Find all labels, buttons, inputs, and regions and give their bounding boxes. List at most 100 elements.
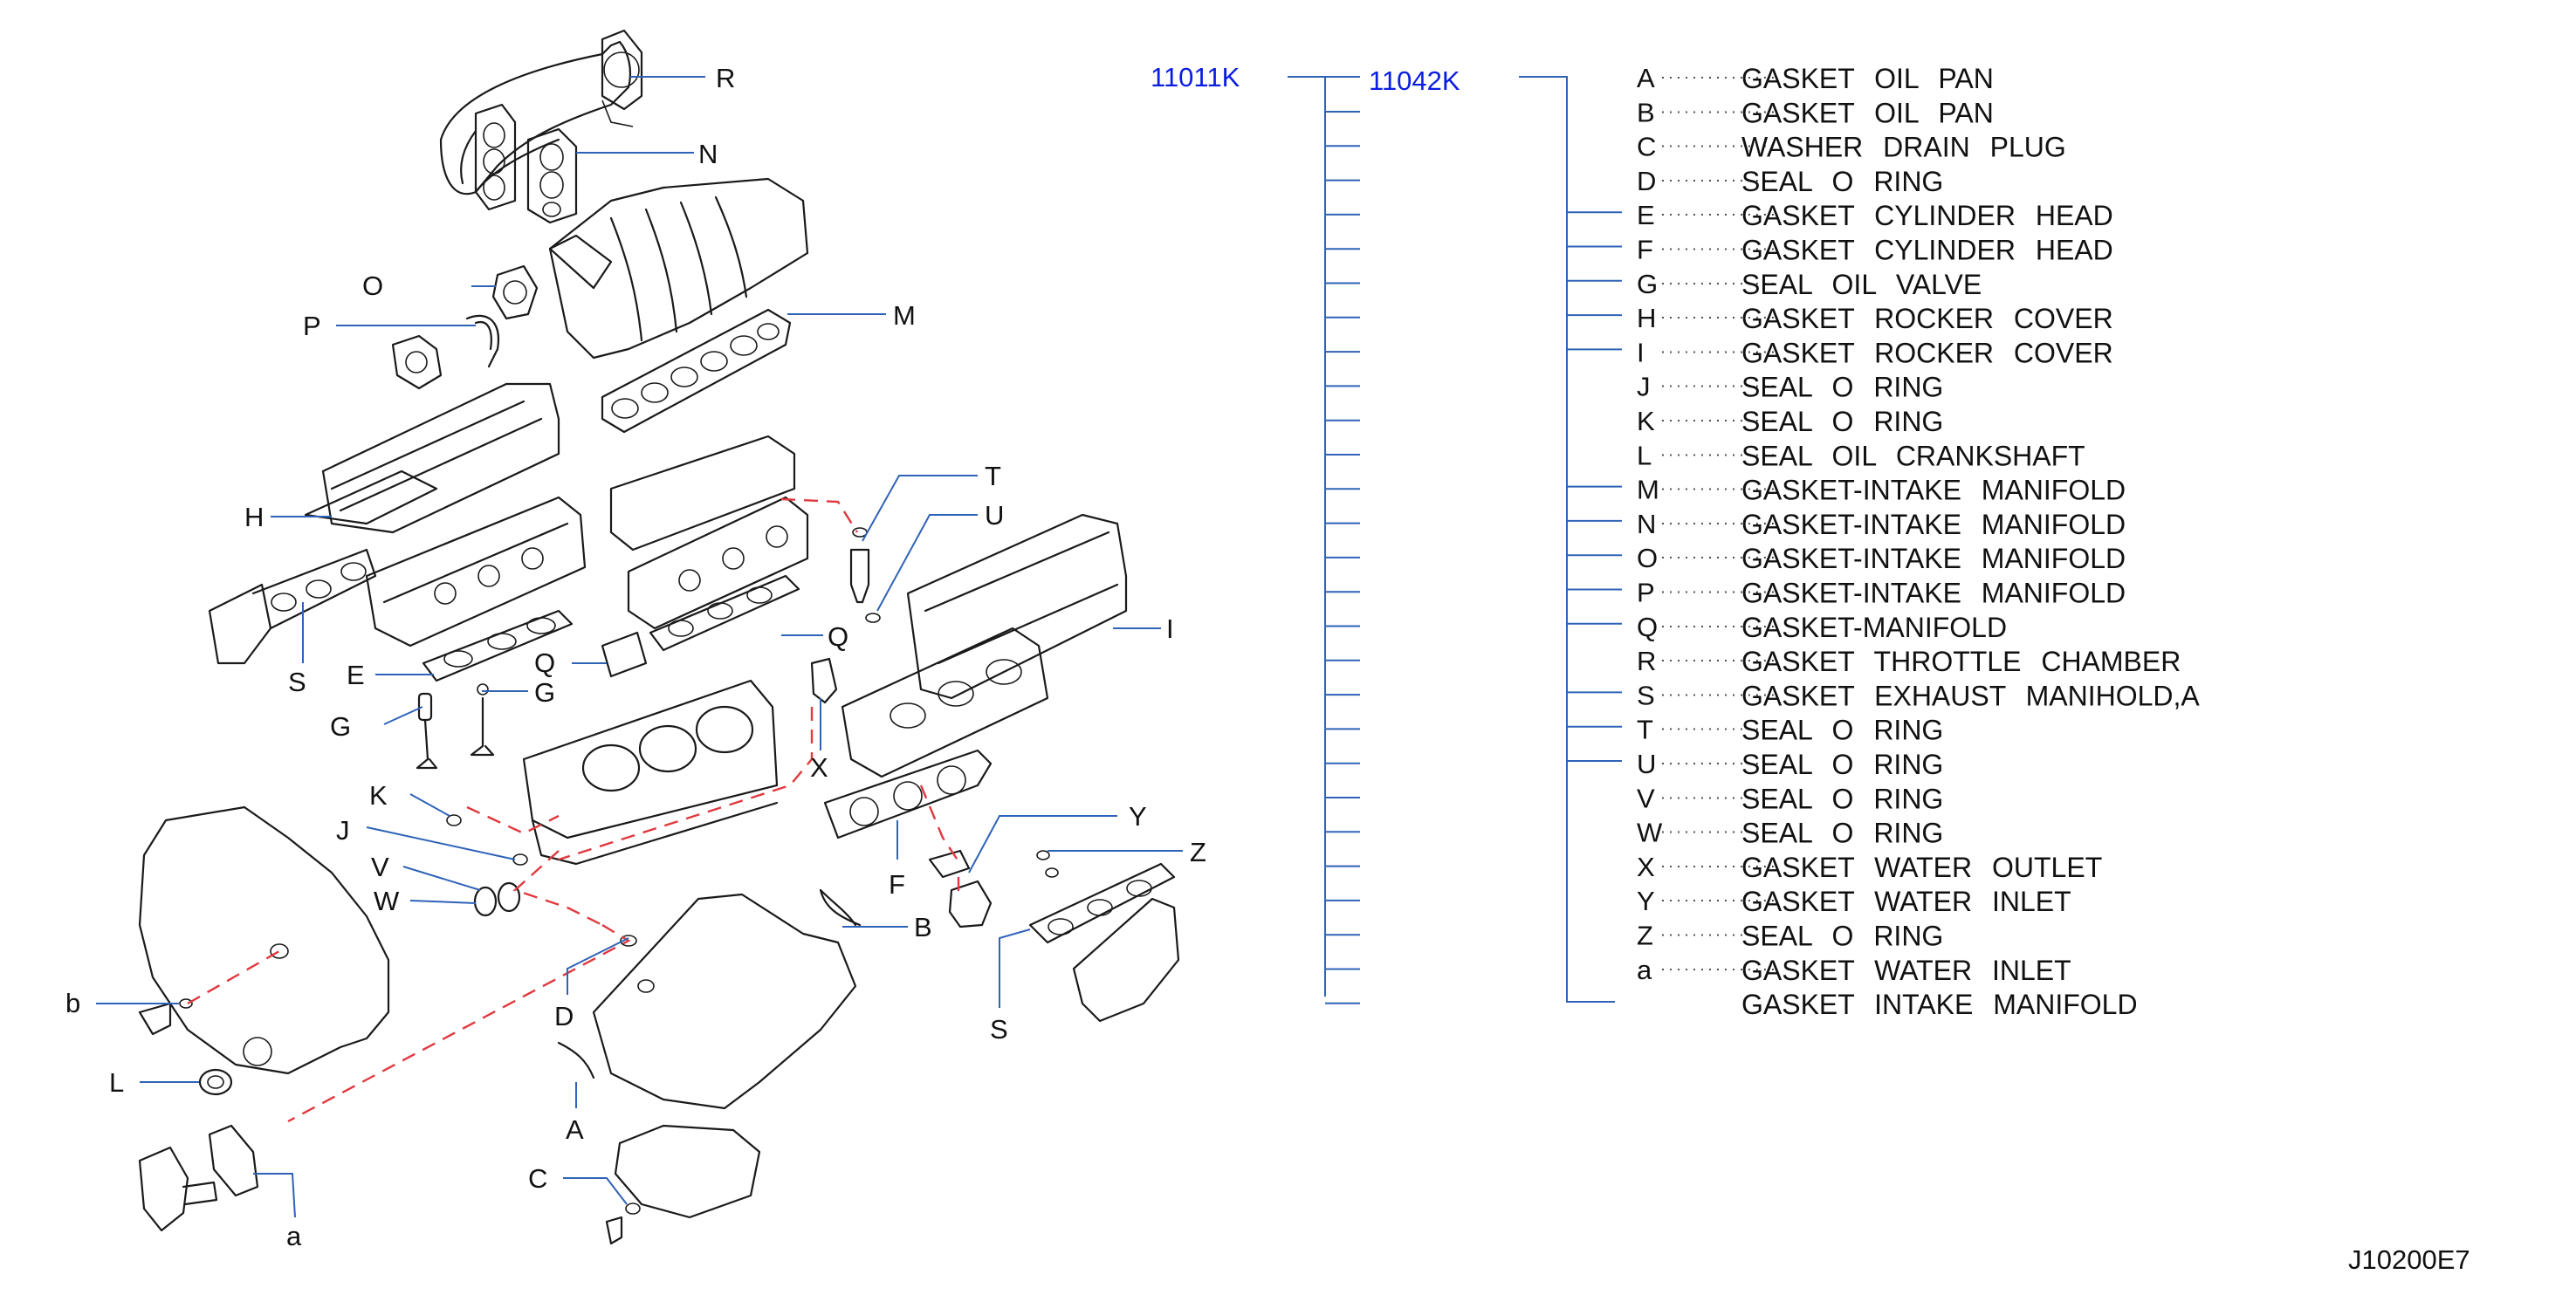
gasket-x-part	[810, 657, 838, 704]
legend-row: a ···············GASKET WATER INLET	[1637, 955, 2071, 986]
legend-row: K···············SEAL O RING	[1637, 406, 1943, 437]
rocker-cover-left-part	[304, 382, 560, 534]
callout-s: S	[288, 667, 306, 697]
engine-exploded-drawing: R N O P M H S E G G Q Q T U I X K J V W …	[65, 29, 1206, 1251]
valve-seal-part	[416, 683, 495, 770]
callout-g-left: G	[330, 711, 351, 742]
callout-c: C	[528, 1163, 547, 1194]
legend-row: U···············SEAL O RING	[1637, 749, 1943, 780]
legend-description: SEAL O RING	[1741, 749, 1943, 780]
legend-leader-dots: ···············	[1660, 137, 1778, 154]
code-child[interactable]: 11042K	[1369, 65, 1460, 96]
legend-row: C···············WASHER DRAIN PLUG	[1637, 132, 2066, 163]
callout-b-lower: b	[65, 988, 80, 1018]
gasket-m-part	[601, 308, 792, 434]
legend-description: GASKET WATER OUTLET	[1741, 852, 2102, 883]
callout-k: K	[369, 780, 388, 811]
legend-leader-dots: ···············	[1660, 548, 1778, 565]
callout-m: M	[893, 300, 916, 331]
callout-leaders	[96, 76, 1183, 1218]
callout-l: L	[109, 1067, 124, 1098]
legend-row: GASKET INTAKE MANIFOLD	[1741, 989, 2138, 1020]
legend-key: R	[1637, 646, 1656, 676]
legend-description: SEAL O RING	[1741, 921, 1943, 952]
legend-row: X···············GASKET WATER OUTLET	[1637, 852, 2102, 883]
callout-z: Z	[1190, 837, 1206, 867]
legend-key: Q	[1637, 612, 1658, 642]
code-parent[interactable]: 11011K	[1151, 62, 1240, 92]
callout-a-lower: a	[286, 1221, 302, 1251]
legend-leader-dots: ···············	[1660, 583, 1778, 600]
callout-labels: R N O P M H S E G G Q Q T U I X K J V W …	[65, 63, 1206, 1251]
intake-manifold-part	[548, 177, 809, 360]
legend-leader-dots: ···············	[1660, 720, 1778, 737]
legend-key: O	[1637, 543, 1658, 573]
small-seals-part	[138, 814, 637, 1096]
thermostat-housing-part	[928, 849, 1059, 928]
exhaust-manifold-left-part	[208, 548, 377, 665]
legend-key: a	[1637, 955, 1652, 985]
timing-cover-part	[138, 805, 390, 1075]
legend-leader-dots: ···············	[1660, 685, 1778, 702]
legend-key: C	[1637, 132, 1656, 162]
callout-p: P	[303, 311, 321, 341]
legend-row: B···············GASKET OIL PAN	[1637, 97, 1994, 128]
legend-description: SEAL OIL VALVE	[1741, 269, 1982, 300]
callout-s-right: S	[990, 1014, 1008, 1045]
legend-leader-dots: ···············	[1660, 754, 1778, 771]
legend-key: H	[1637, 303, 1656, 333]
tree-ticks-left	[1325, 111, 1360, 1004]
callout-o: O	[362, 271, 383, 301]
legend-leader-dots: ···············	[1660, 823, 1778, 840]
oil-pan-upper-part	[592, 888, 857, 1110]
legend-row: M···············GASKET-INTAKE MANIFOLD	[1637, 475, 2126, 506]
throttle-chamber-part	[439, 40, 632, 195]
callout-r: R	[716, 63, 735, 93]
callout-j: J	[336, 815, 350, 846]
legend-row: W···············SEAL O RING	[1637, 818, 1943, 849]
gasket-p-part	[391, 314, 500, 390]
legend-row: Z···············SEAL O RING	[1637, 921, 1943, 952]
legend-key: K	[1637, 406, 1655, 436]
legend-leader-dots: ···············	[1660, 274, 1778, 291]
part-code-tree: 11011K 11042K	[1151, 62, 1622, 1004]
legend-row: N···············GASKET-INTAKE MANIFOLD	[1637, 509, 2126, 540]
legend-leader-dots: ···············	[1660, 514, 1778, 531]
legend-description: SEAL OIL CRANKSHAFT	[1741, 440, 2085, 471]
alignment-lines	[187, 497, 961, 1123]
legend-row: S···············GASKET EXHAUST MANIHOLD,…	[1637, 680, 2200, 711]
legend-key: W	[1637, 818, 1663, 848]
oil-pan-gasket-a-part	[557, 1041, 595, 1079]
legend-leader-dots: ···············	[1660, 411, 1778, 428]
legend-row: H···············GASKET ROCKER COVER	[1637, 303, 2113, 334]
legend-description: GASKET CYLINDER HEAD	[1741, 200, 2113, 231]
legend-leader-dots: ···············	[1660, 68, 1778, 86]
legend-description: GASKET THROTTLE CHAMBER	[1741, 646, 2181, 677]
legend-leader-dots: ···············	[1660, 480, 1778, 497]
legend-key: S	[1637, 680, 1655, 710]
callout-e: E	[347, 660, 365, 690]
legend-description: SEAL O RING	[1741, 166, 1943, 197]
legend-row: R···············GASKET THROTTLE CHAMBER	[1637, 646, 2181, 677]
legend-leader-dots: ···············	[1660, 102, 1778, 120]
legend-description: GASKET OIL PAN	[1741, 97, 1994, 128]
legend-row: D···············SEAL O RING	[1637, 166, 1943, 197]
legend-key: A	[1637, 63, 1655, 93]
callout-u: U	[985, 500, 1004, 531]
legend-key: E	[1637, 200, 1655, 230]
legend-leader-dots: ···············	[1660, 960, 1778, 977]
drawing-reference: J10200E7	[2348, 1244, 2470, 1275]
legend-leader-dots: ···············	[1660, 342, 1778, 360]
legend-row: L···············SEAL OIL CRANKSHAFT	[1637, 440, 2085, 471]
legend-row: I···············GASKET ROCKER COVER	[1637, 337, 2113, 368]
legend-leader-dots: ···············	[1660, 445, 1778, 462]
legend-key: I	[1637, 337, 1645, 367]
callout-q-left: Q	[534, 648, 555, 678]
legend-row: Y···············GASKET WATER INLET	[1637, 886, 2071, 917]
callout-h: H	[244, 502, 264, 532]
legend-description: GASKET WATER INLET	[1741, 955, 2071, 986]
legend-key: N	[1637, 509, 1656, 539]
legend-description: GASKET-INTAKE MANIFOLD	[1741, 509, 2126, 540]
callout-g-right: G	[534, 677, 555, 708]
legend-row: E···············GASKET CYLINDER HEAD	[1637, 200, 2113, 231]
